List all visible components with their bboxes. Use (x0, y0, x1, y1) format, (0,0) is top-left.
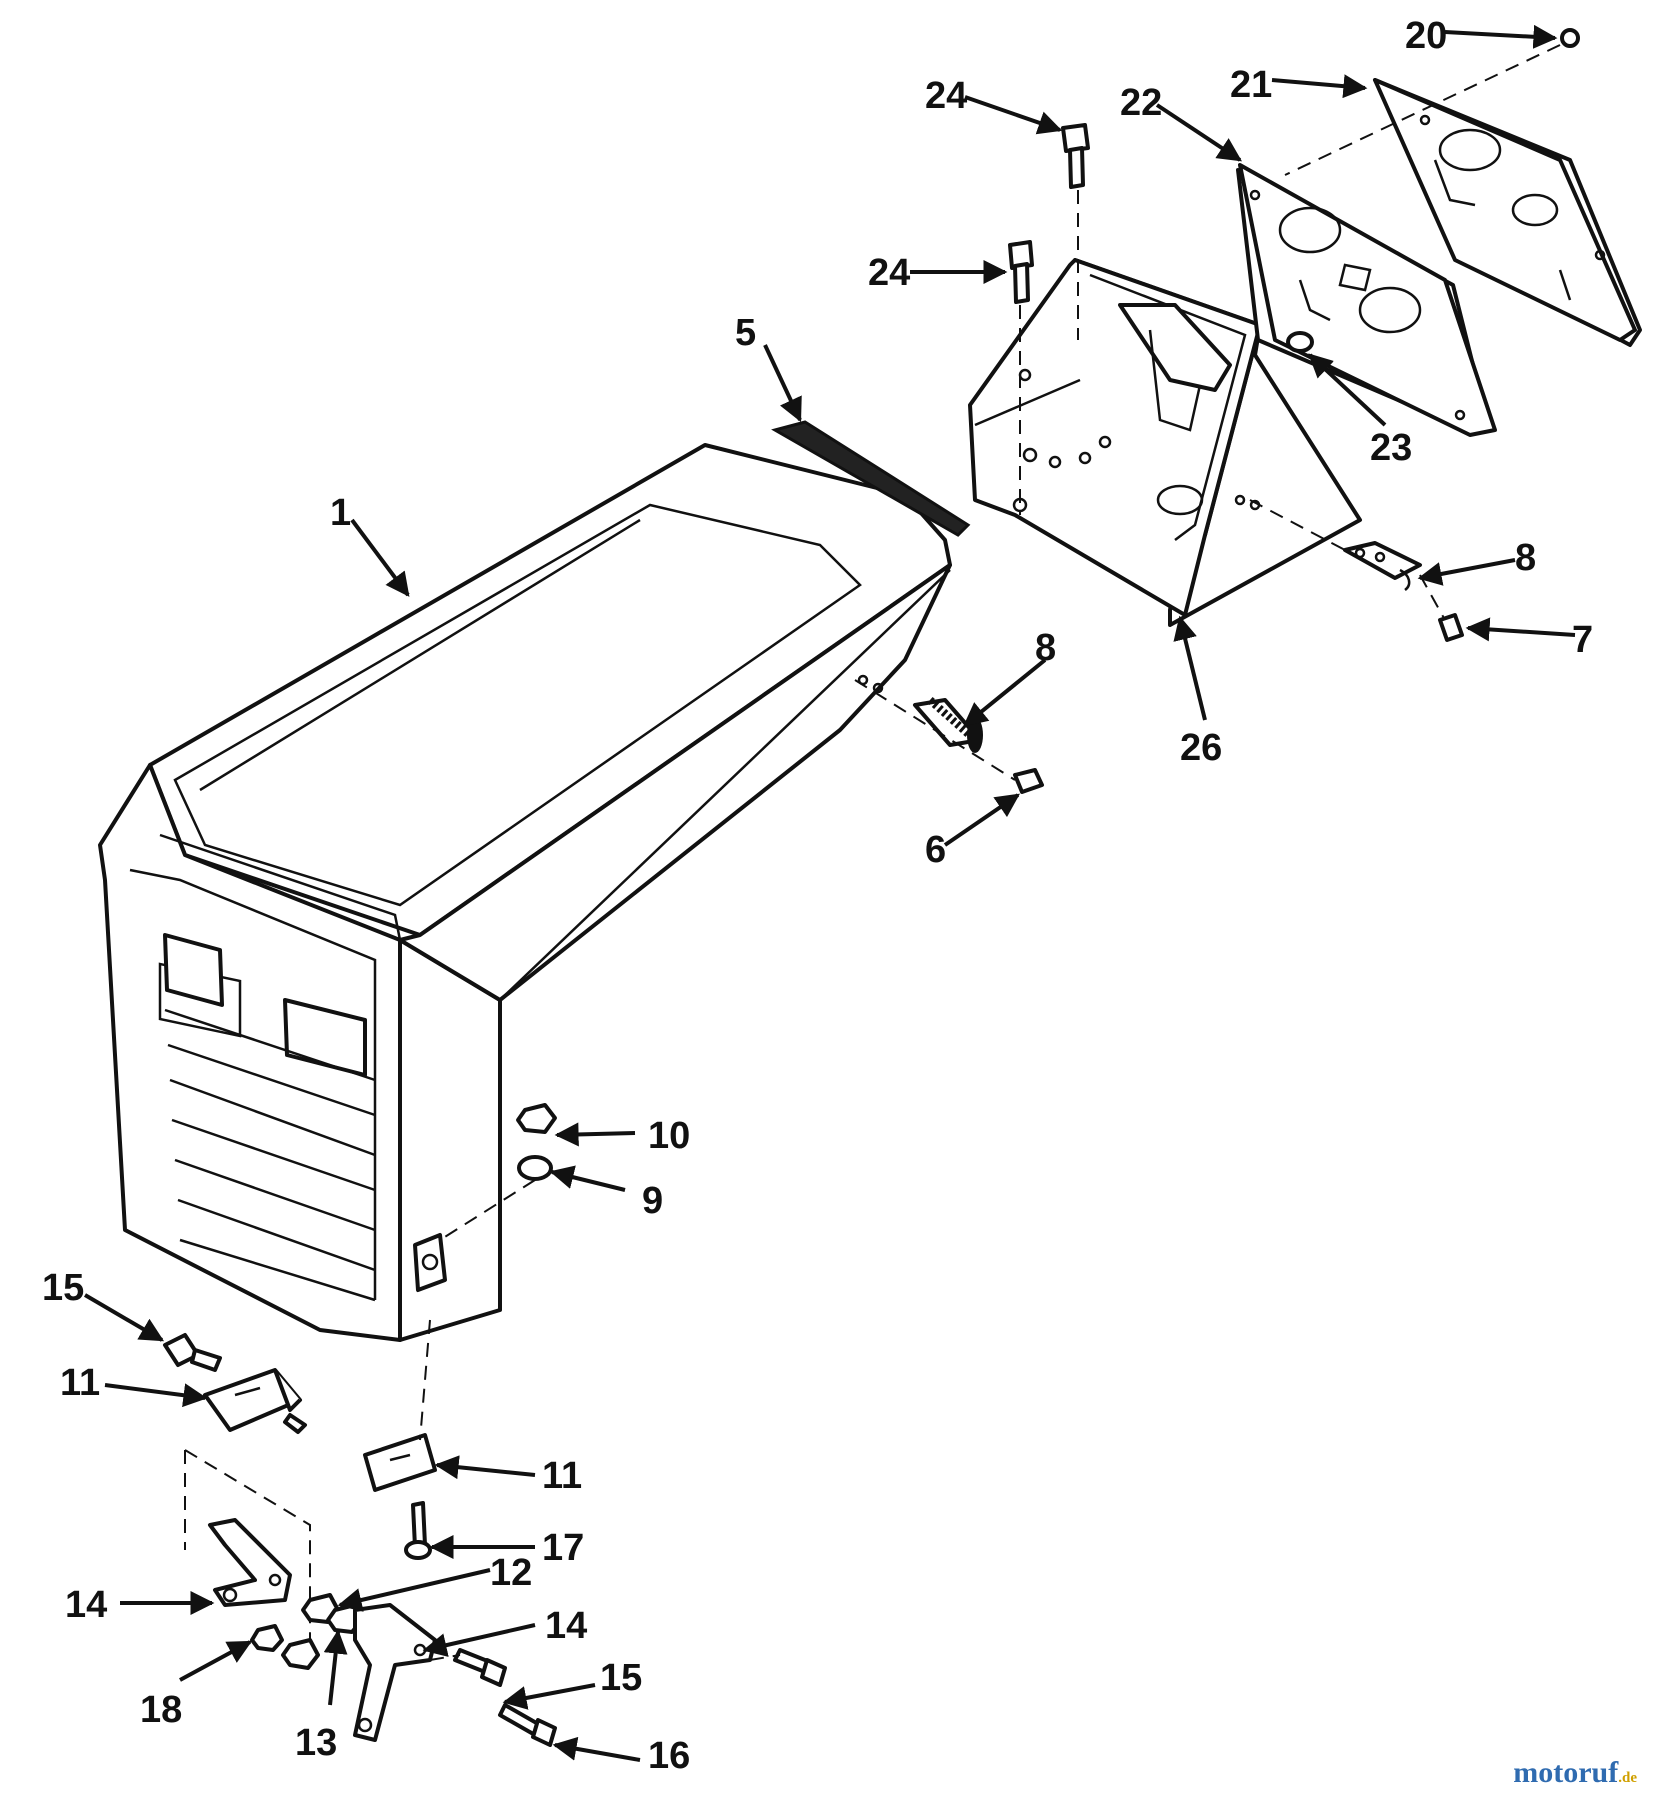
label-24-lower: 24 (868, 252, 910, 294)
bolt-upper (1061, 123, 1090, 340)
label-10: 10 (648, 1115, 690, 1157)
label-15-lower: 15 (600, 1657, 642, 1699)
label-11-right: 11 (542, 1455, 582, 1497)
mounting-plate-21 (1373, 78, 1642, 347)
hood (98, 443, 952, 1342)
label-24-upper: 24 (925, 75, 967, 117)
hood-latch-spring (913, 697, 983, 753)
label-26: 26 (1180, 727, 1222, 769)
nut-18 (250, 1624, 284, 1652)
emblem-strip (771, 420, 971, 537)
bracket-11-right (363, 1433, 437, 1492)
nut-13b (281, 1638, 320, 1670)
hinge-arm-14-left (208, 1518, 292, 1607)
label-21: 21 (1230, 64, 1272, 106)
label-18: 18 (140, 1689, 182, 1731)
label-23: 23 (1370, 427, 1412, 469)
watermark-logo: motoruf.de (1513, 1756, 1637, 1789)
label-1: 1 (330, 492, 351, 534)
part-labels: 1 5 8 6 7 8 9 10 11 11 12 13 14 14 15 15… (42, 15, 1593, 1777)
washer-9 (517, 1155, 553, 1181)
bracket-11-left (203, 1368, 307, 1434)
nut-23 (1286, 331, 1314, 353)
bolt-lower (1008, 240, 1034, 515)
label-13: 13 (295, 1722, 337, 1764)
label-12: 12 (490, 1552, 532, 1594)
screw-20 (1560, 28, 1580, 48)
mounting-plate-22 (1236, 163, 1497, 437)
bolt-16 (498, 1703, 557, 1747)
bolt-15-lower (453, 1648, 507, 1687)
label-11-left: 11 (60, 1362, 100, 1404)
pin-7 (1438, 613, 1464, 642)
label-14-right: 14 (545, 1605, 587, 1647)
pivot-pin (1013, 768, 1044, 794)
label-8-left: 8 (1035, 627, 1056, 669)
label-7: 7 (1572, 619, 1593, 661)
label-15-upper: 15 (42, 1267, 84, 1309)
screw-17 (404, 1501, 432, 1560)
bolt-15-upper (163, 1333, 222, 1372)
latch-right (1343, 541, 1422, 592)
label-8-right: 8 (1515, 537, 1536, 579)
hinge-arm-14-right (353, 1603, 437, 1742)
label-5: 5 (735, 312, 756, 354)
label-16: 16 (648, 1735, 690, 1777)
label-6: 6 (925, 829, 946, 871)
label-20: 20 (1405, 15, 1447, 57)
label-14-left: 14 (65, 1584, 107, 1626)
label-22: 22 (1120, 82, 1162, 124)
nut-10 (516, 1103, 557, 1134)
leader-lines (83, 24, 1576, 1762)
label-17: 17 (542, 1527, 584, 1569)
label-9: 9 (642, 1180, 663, 1222)
